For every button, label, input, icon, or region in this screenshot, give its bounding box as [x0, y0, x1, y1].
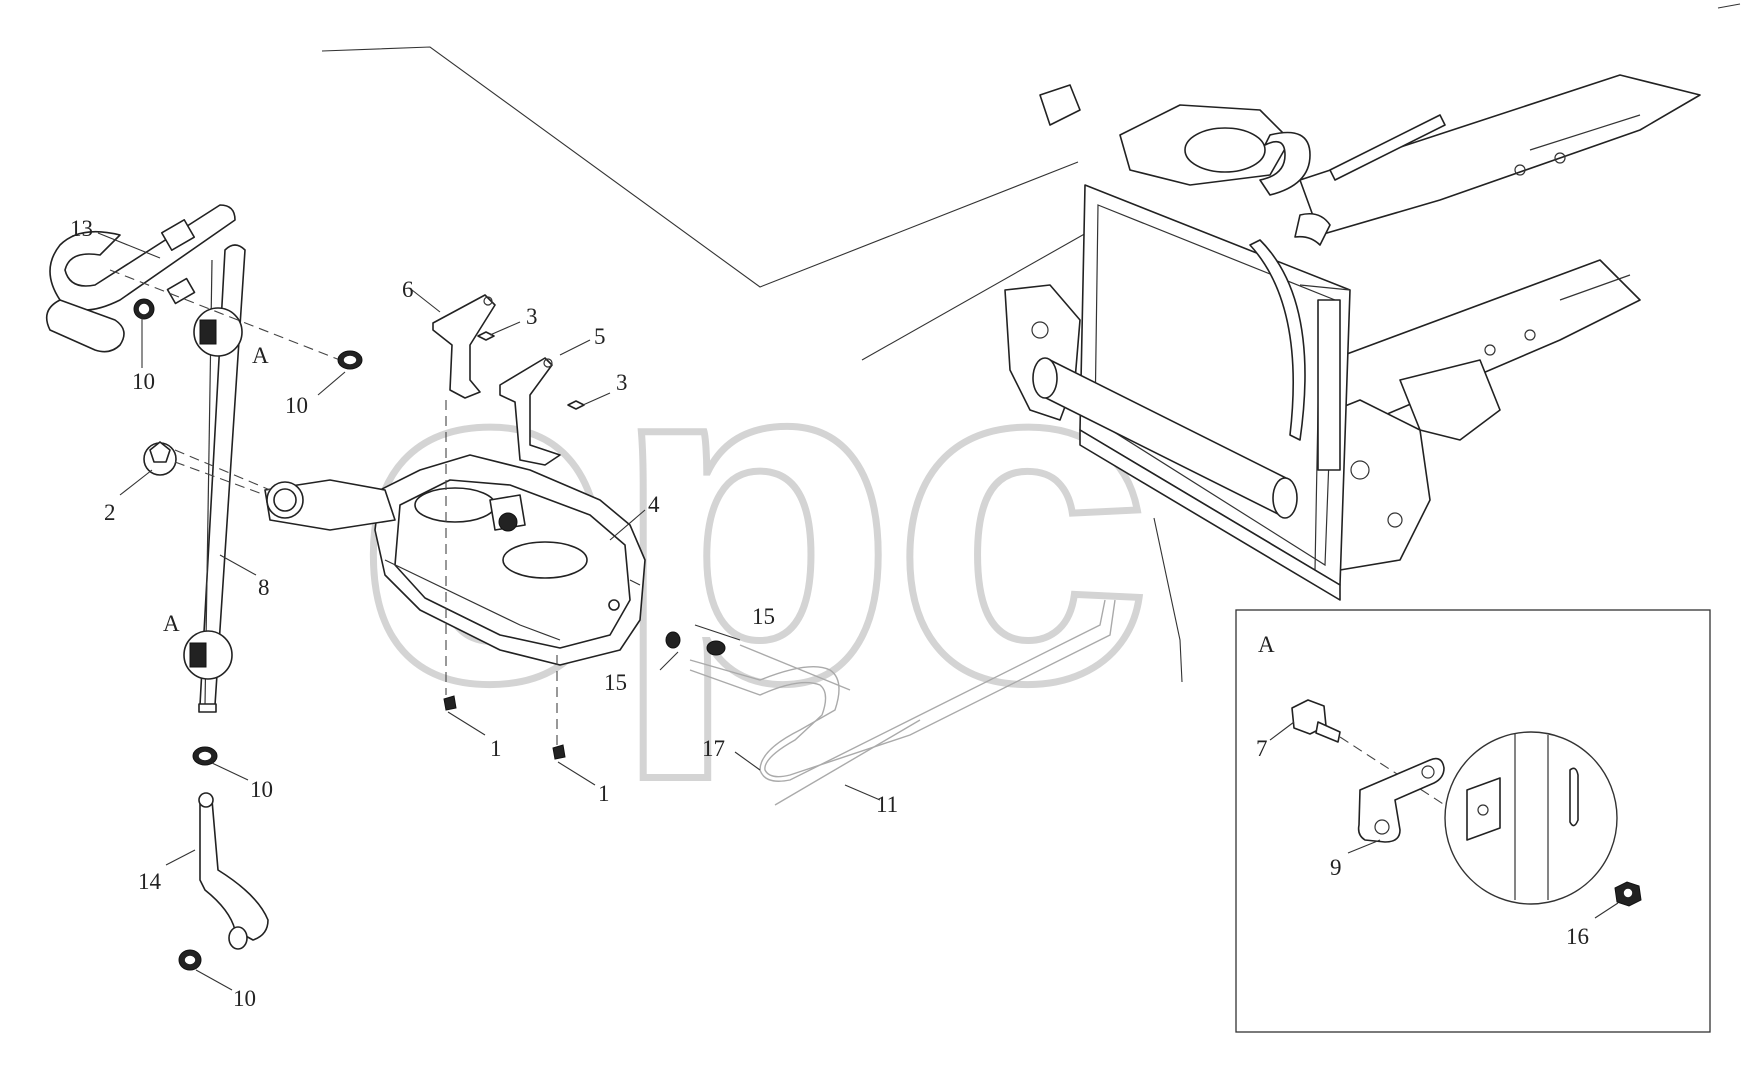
callout-8: 8: [258, 575, 270, 600]
callout-10: 10: [132, 369, 155, 394]
detail-callout-7: 7: [1256, 736, 1268, 761]
brackets: [432, 294, 585, 760]
callout-10: 10: [285, 393, 308, 418]
cap-part-2: [143, 441, 266, 496]
radiator-assembly: [1004, 74, 1701, 601]
hose-part-14: [198, 792, 269, 950]
callout-A: A: [252, 343, 269, 368]
callout-1: 1: [598, 781, 610, 806]
callout-5: 5: [594, 324, 606, 349]
detail-view-A: A 7 9 16: [1235, 609, 1711, 1033]
callout-15: 15: [752, 604, 775, 629]
detail-callout-16: 16: [1566, 924, 1589, 949]
leader-lines: [97, 232, 881, 991]
callout-4: 4: [648, 492, 660, 517]
callout-17: 17: [702, 736, 725, 761]
callout-3: 3: [526, 304, 538, 329]
callout-3: 3: [616, 370, 628, 395]
callout-labels: 13 10 A 10 6 3 5 3 2 8 4 A 15 15 1 1 10 …: [70, 216, 898, 1011]
tank-part-4: [264, 454, 646, 666]
callout-13: 13: [70, 216, 93, 241]
reference-lines: [321, 3, 1741, 683]
hose-part-17-11: [689, 599, 1116, 806]
callout-6: 6: [402, 277, 414, 302]
callout-10: 10: [250, 777, 273, 802]
callout-A: A: [163, 611, 180, 636]
pipe-part-8: [174, 244, 271, 713]
detail-title: A: [1258, 632, 1275, 657]
detail-callout-9: 9: [1330, 855, 1342, 880]
callout-14: 14: [138, 869, 162, 894]
callout-15: 15: [604, 670, 627, 695]
callout-2: 2: [104, 500, 116, 525]
callout-1: 1: [490, 736, 502, 761]
callout-10: 10: [233, 986, 256, 1011]
callout-11: 11: [876, 792, 898, 817]
clamps: [133, 298, 726, 971]
hose-part-13: [45, 204, 341, 361]
